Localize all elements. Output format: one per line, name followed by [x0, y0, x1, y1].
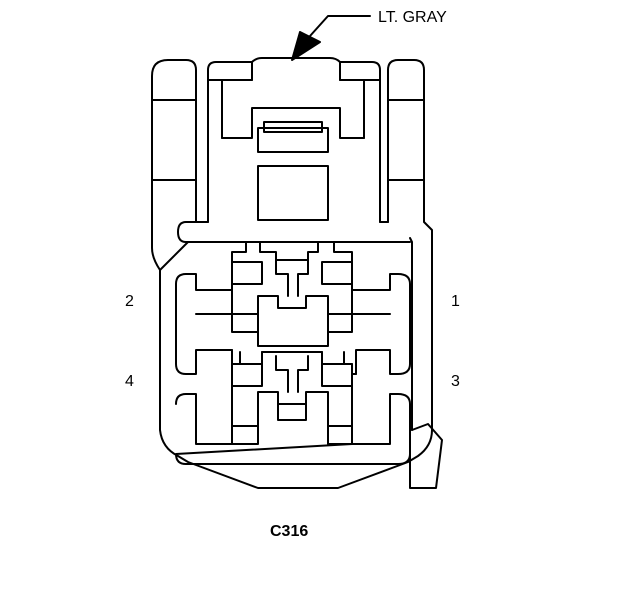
pin-3-label: 3 [451, 373, 460, 390]
lock-band [185, 221, 411, 243]
pin-1-label: 1 [451, 293, 460, 310]
pin-4-label: 4 [125, 373, 134, 390]
top-boss [207, 57, 381, 223]
color-callout-label: LT. GRAY [378, 9, 447, 26]
color-callout-leader [291, 15, 371, 61]
pin-2-label: 2 [125, 293, 134, 310]
terminal-cavities [175, 241, 411, 465]
connector-id: C316 [270, 523, 308, 540]
